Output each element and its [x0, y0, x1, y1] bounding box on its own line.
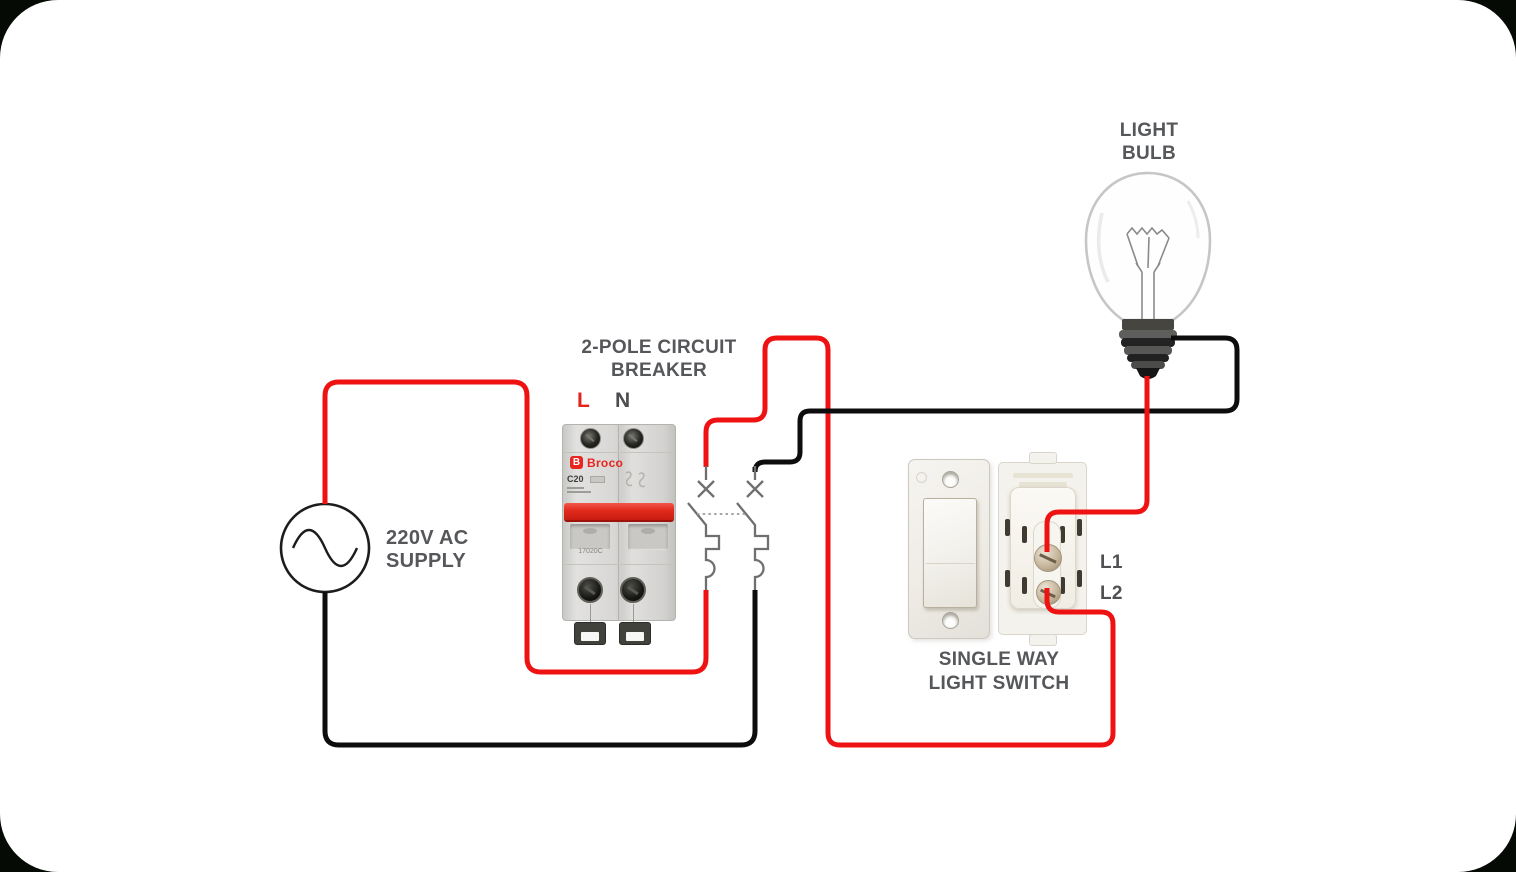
- bulb-thread: [1127, 354, 1169, 362]
- ac-source-symbol: [279, 502, 371, 594]
- ac-source-circle: [279, 502, 371, 594]
- circuit-breaker-photo: B Broco C20 17020C: [562, 424, 676, 648]
- light-bulb-title-line2: BULB: [1122, 143, 1176, 164]
- breaker-bottom-screw: [577, 577, 603, 603]
- breaker-pole2-mechanism: [736, 502, 770, 590]
- light-switch-title-line1: SINGLE WAY: [938, 649, 1060, 670]
- bulb-thread: [1121, 338, 1175, 347]
- breaker-model-text: C20: [567, 474, 584, 484]
- switch-mount-tab-bottom: [1029, 634, 1057, 646]
- switch-terminal-l2-label: L2: [1100, 583, 1123, 604]
- light-switch-front-view: [908, 459, 990, 639]
- bulb-glass-highlight: [1186, 200, 1200, 239]
- breaker-pole1-mechanism: [687, 502, 721, 590]
- switch-vent-slot: [1022, 526, 1027, 543]
- switch-vent-slot: [1005, 570, 1010, 587]
- breaker-live-terminal-label: L: [577, 389, 591, 412]
- breaker-din-clip: [574, 622, 606, 645]
- breaker-title-line2: BREAKER: [610, 360, 708, 381]
- switch-terminal-l1-label: L1: [1100, 552, 1123, 573]
- breaker-din-clip: [619, 622, 651, 645]
- breaker-bottom-screw: [620, 577, 646, 603]
- breaker-rating-sticker: [590, 476, 605, 483]
- bulb-thread: [1119, 330, 1177, 339]
- breaker-neutral-terminal-label: N: [615, 389, 631, 412]
- bulb-filament-assembly: [1126, 226, 1170, 319]
- breaker-serial-text: 17020C: [578, 548, 603, 555]
- ac-sine-wave: [291, 528, 359, 568]
- breaker-pole2-contact-icon: [746, 466, 764, 498]
- switch-vent-slot: [1077, 519, 1082, 536]
- light-switch-back-view: [998, 452, 1087, 646]
- breaker-fine-print: [567, 491, 591, 493]
- neutral-wire-breaker-to-bulb: [752, 335, 1240, 473]
- light-switch-title-line2: LIGHT SWITCH: [928, 673, 1070, 694]
- bulb-thread: [1131, 361, 1165, 369]
- breaker-pole1-contact-icon: [697, 466, 715, 498]
- breaker-fine-print: [567, 487, 584, 489]
- switch-terminal-screw-l2: [1036, 580, 1061, 605]
- breaker-module-divider: [618, 424, 619, 621]
- switch-rocker: [923, 498, 977, 608]
- light-bulb-title-line1: LIGHT: [1119, 120, 1179, 141]
- switch-vent-slot: [1077, 570, 1082, 587]
- breaker-terminal-screw-live: [580, 428, 601, 449]
- switch-mount-tab-top: [1029, 452, 1057, 464]
- breaker-toggle-slot: [628, 524, 668, 550]
- breaker-schematic-symbol: [687, 466, 770, 590]
- bulb-contact-tip: [1136, 368, 1160, 379]
- breaker-brand-text: Broco: [587, 456, 624, 470]
- switch-embossed-text: [1013, 473, 1073, 478]
- bulb-glass: [1084, 171, 1212, 322]
- light-switch-title: SINGLE WAY LIGHT SWITCH: [906, 648, 1092, 696]
- switch-terminal-screw-l1: [1034, 544, 1062, 572]
- breaker-toggle-handle: [564, 503, 674, 520]
- switch-vent-slot: [1005, 519, 1010, 536]
- breaker-brand-icon: B: [570, 456, 583, 469]
- light-bulb-illustration: [1084, 171, 1212, 379]
- switch-screw-hole-bottom: [942, 612, 959, 629]
- switch-screw-hole-top: [942, 471, 959, 488]
- breaker-title: 2-POLE CIRCUIT BREAKER: [559, 336, 759, 382]
- breaker-clip-stem: [590, 604, 591, 622]
- ac-supply-label-line1: 220V AC: [386, 527, 469, 549]
- switch-logo-mark: [916, 472, 927, 483]
- breaker-toggle-slot: [570, 524, 610, 550]
- bulb-thread: [1124, 346, 1172, 355]
- light-bulb-title: LIGHT BULB: [1090, 119, 1208, 165]
- ac-supply-label-line2: SUPPLY: [386, 550, 466, 572]
- breaker-title-line1: 2-POLE CIRCUIT: [581, 337, 737, 358]
- neutral-wire-supply-to-breaker: [322, 590, 758, 748]
- bulb-glass-highlight: [1096, 212, 1110, 283]
- breaker-panel-line: [563, 452, 675, 453]
- breaker-clip-stem: [633, 604, 634, 622]
- switch-vent-slot: [1022, 577, 1027, 594]
- breaker-terminal-screw-neutral: [623, 428, 644, 449]
- breaker-trip-curve-marks: [625, 471, 646, 488]
- breaker-panel-line: [563, 564, 675, 565]
- bulb-collar: [1122, 319, 1174, 330]
- ac-supply-label: 220V AC SUPPLY: [386, 527, 469, 573]
